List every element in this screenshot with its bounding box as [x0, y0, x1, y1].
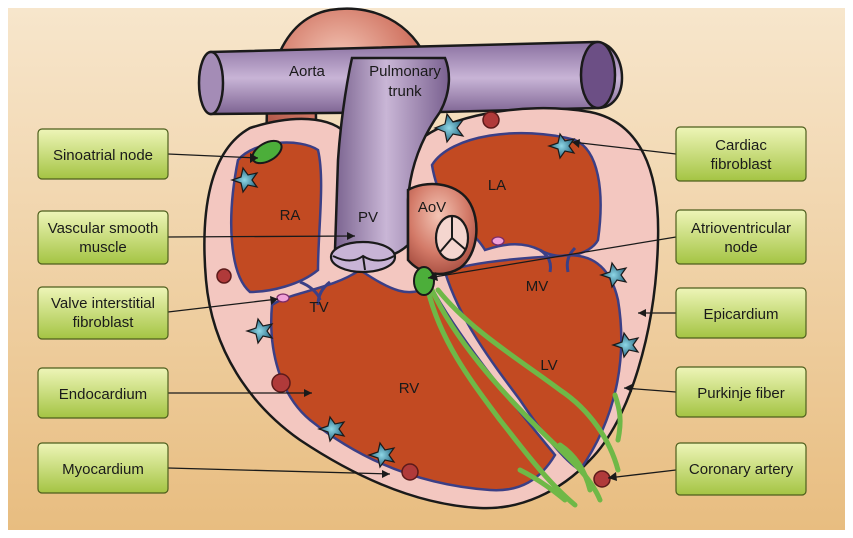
- label-aov: AoV: [418, 199, 446, 216]
- callout-text: Sinoatrial node: [53, 147, 153, 164]
- callout-myocardium: Myocardium: [38, 443, 168, 493]
- callout-text: muscle: [79, 239, 127, 256]
- label-la: LA: [488, 177, 506, 194]
- callout-text: Valve interstitial: [51, 295, 155, 312]
- callout-text: Atrioventricular: [691, 220, 791, 237]
- callout-text: fibroblast: [73, 314, 135, 331]
- right-atrium: [231, 143, 321, 292]
- label-lv: LV: [540, 357, 557, 374]
- label-pulmonary-trunk-line1: Pulmonary: [369, 63, 441, 80]
- valve-fibroblast-cell-2: [492, 237, 504, 245]
- callout-text: Myocardium: [62, 461, 144, 478]
- callout-atrioventricular-node: Atrioventricular node: [676, 210, 806, 264]
- label-pv: PV: [358, 209, 378, 226]
- callout-epicardium: Epicardium: [676, 288, 806, 338]
- callout-valve-interstitial-fibroblast: Valve interstitial fibroblast: [38, 287, 168, 339]
- callout-text: fibroblast: [711, 156, 773, 173]
- callout-text: Vascular smooth: [48, 220, 159, 237]
- callout-text: Cardiac: [715, 137, 767, 154]
- callout-text: Endocardium: [59, 386, 147, 403]
- label-rv: RV: [399, 380, 420, 397]
- pulmonary-branch-end: [199, 52, 223, 114]
- valve-fibroblast-cell: [277, 294, 289, 302]
- callout-coronary-artery: Coronary artery: [676, 443, 806, 495]
- pulmonary-valve: [331, 242, 395, 272]
- label-mv: MV: [526, 278, 549, 295]
- label-tv: TV: [309, 299, 328, 316]
- callout-text: Epicardium: [703, 306, 778, 323]
- callout-purkinje-fiber: Purkinje fiber: [676, 367, 806, 417]
- atrioventricular-node: [414, 267, 434, 295]
- callout-text: node: [724, 239, 757, 256]
- callout-text: Purkinje fiber: [697, 385, 785, 402]
- label-ra: RA: [280, 207, 301, 224]
- label-aorta: Aorta: [289, 63, 326, 80]
- callout-sinoatrial-node: Sinoatrial node: [38, 129, 168, 179]
- callout-vascular-smooth-muscle: Vascular smooth muscle: [38, 211, 168, 264]
- callout-endocardium: Endocardium: [38, 368, 168, 418]
- aortic-valve: [436, 216, 468, 260]
- pulmonary-branch-opening: [581, 42, 615, 108]
- callout-cardiac-fibroblast: Cardiac fibroblast: [676, 127, 806, 181]
- callout-text: Coronary artery: [689, 461, 794, 478]
- label-pulmonary-trunk-line2: trunk: [388, 83, 422, 100]
